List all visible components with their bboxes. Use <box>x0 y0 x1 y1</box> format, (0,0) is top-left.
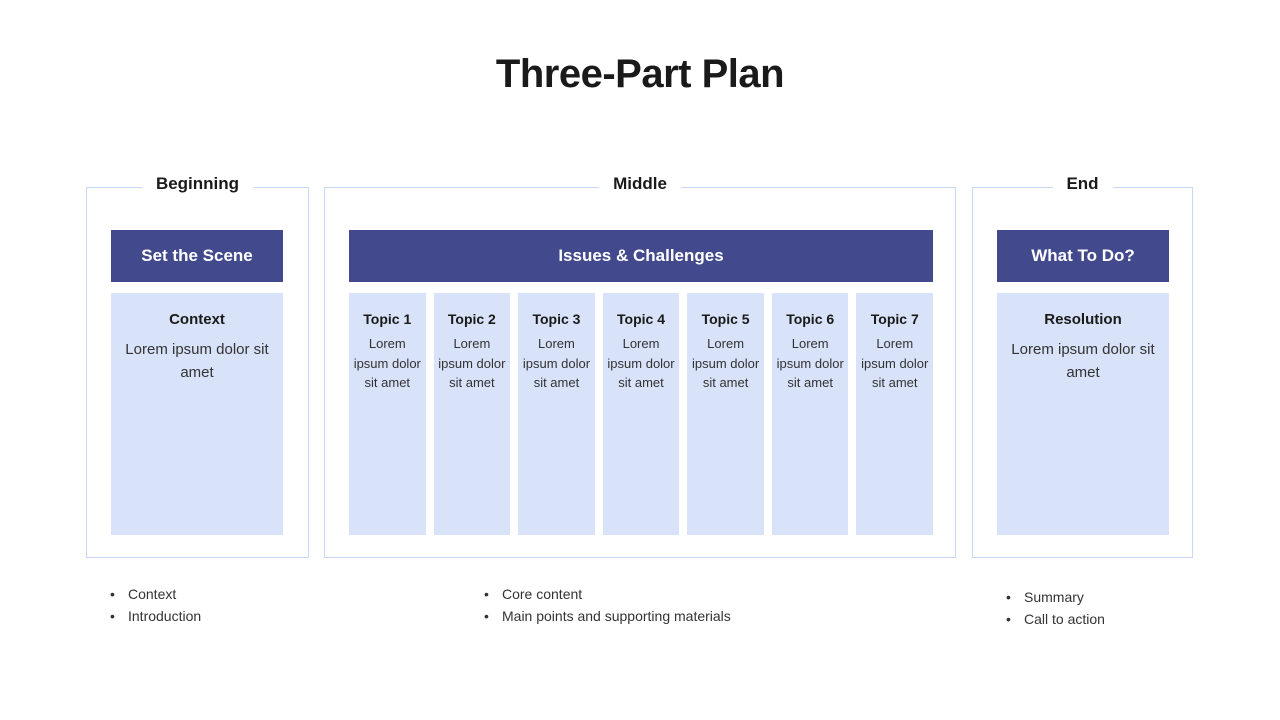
list-item: Introduction <box>110 605 360 627</box>
topic-heading: Topic 4 <box>617 311 665 327</box>
list-item: Core content <box>484 583 904 605</box>
topic-column[interactable]: Topic 1 Lorem ipsum dolor sit amet <box>349 293 426 535</box>
card-resolution[interactable]: Resolution Lorem ipsum dolor sit amet <box>997 293 1169 535</box>
topic-column[interactable]: Topic 5 Lorem ipsum dolor sit amet <box>687 293 764 535</box>
list-item: Context <box>110 583 360 605</box>
bullet-list-end: Summary Call to action <box>1006 586 1256 630</box>
topic-body: Lorem ipsum dolor sit amet <box>522 336 591 390</box>
card-heading-context: Context <box>169 311 225 328</box>
banner-what-to-do[interactable]: What To Do? <box>997 230 1169 282</box>
banner-set-the-scene[interactable]: Set the Scene <box>111 230 283 282</box>
bullet-list-middle: Core content Main points and supporting … <box>484 583 904 627</box>
topic-column-list: Topic 1 Lorem ipsum dolor sit amet Topic… <box>349 293 934 535</box>
page-title: Three-Part Plan <box>495 52 785 96</box>
section-end: End What To Do? Resolution Lorem ipsum d… <box>972 174 1193 558</box>
topic-body: Lorem ipsum dolor sit amet <box>692 336 760 390</box>
topic-heading: Topic 2 <box>447 311 496 327</box>
card-body-context: Lorem ipsum dolor sit amet <box>125 341 269 381</box>
topic-heading: Topic 3 <box>532 311 581 327</box>
topic-heading: Topic 1 <box>363 311 412 327</box>
topic-column[interactable]: Topic 2 Lorem ipsum dolor sit amet <box>433 293 511 535</box>
topic-body: Lorem ipsum dolor sit amet <box>607 336 675 390</box>
banner-issues-and-challenges[interactable]: Issues & Challenges <box>349 230 933 282</box>
topic-body: Lorem ipsum dolor sit amet <box>776 336 844 390</box>
section-middle: Middle Issues & Challenges Topic 1 Lorem… <box>324 174 956 558</box>
topic-column[interactable]: Topic 3 Lorem ipsum dolor sit amet <box>518 293 595 535</box>
topic-body: Lorem ipsum dolor sit amet <box>438 336 506 390</box>
bullet-list-beginning: Context Introduction <box>110 583 360 627</box>
card-heading-resolution: Resolution <box>1044 311 1122 328</box>
topic-heading: Topic 7 <box>870 311 919 327</box>
topic-body: Lorem ipsum dolor sit amet <box>353 336 421 390</box>
topic-column[interactable]: Topic 6 Lorem ipsum dolor sit amet <box>771 293 849 535</box>
list-item: Summary <box>1006 586 1256 608</box>
section-label-middle: Middle <box>599 174 681 194</box>
list-item: Main points and supporting materials <box>484 605 904 627</box>
card-context[interactable]: Context Lorem ipsum dolor sit amet <box>111 293 283 535</box>
topic-column[interactable]: Topic 7 Lorem ipsum dolor sit amet <box>856 293 934 535</box>
list-item: Call to action <box>1006 608 1256 630</box>
section-beginning: Beginning Set the Scene Context Lorem ip… <box>86 174 309 558</box>
topic-heading: Topic 6 <box>786 311 835 327</box>
topic-body: Lorem ipsum dolor sit amet <box>861 336 929 390</box>
section-label-beginning: Beginning <box>141 174 254 194</box>
topic-heading: Topic 5 <box>701 311 750 327</box>
section-label-end: End <box>1052 174 1113 194</box>
card-body-resolution: Lorem ipsum dolor sit amet <box>1011 341 1155 381</box>
topic-column[interactable]: Topic 4 Lorem ipsum dolor sit amet <box>602 293 680 535</box>
